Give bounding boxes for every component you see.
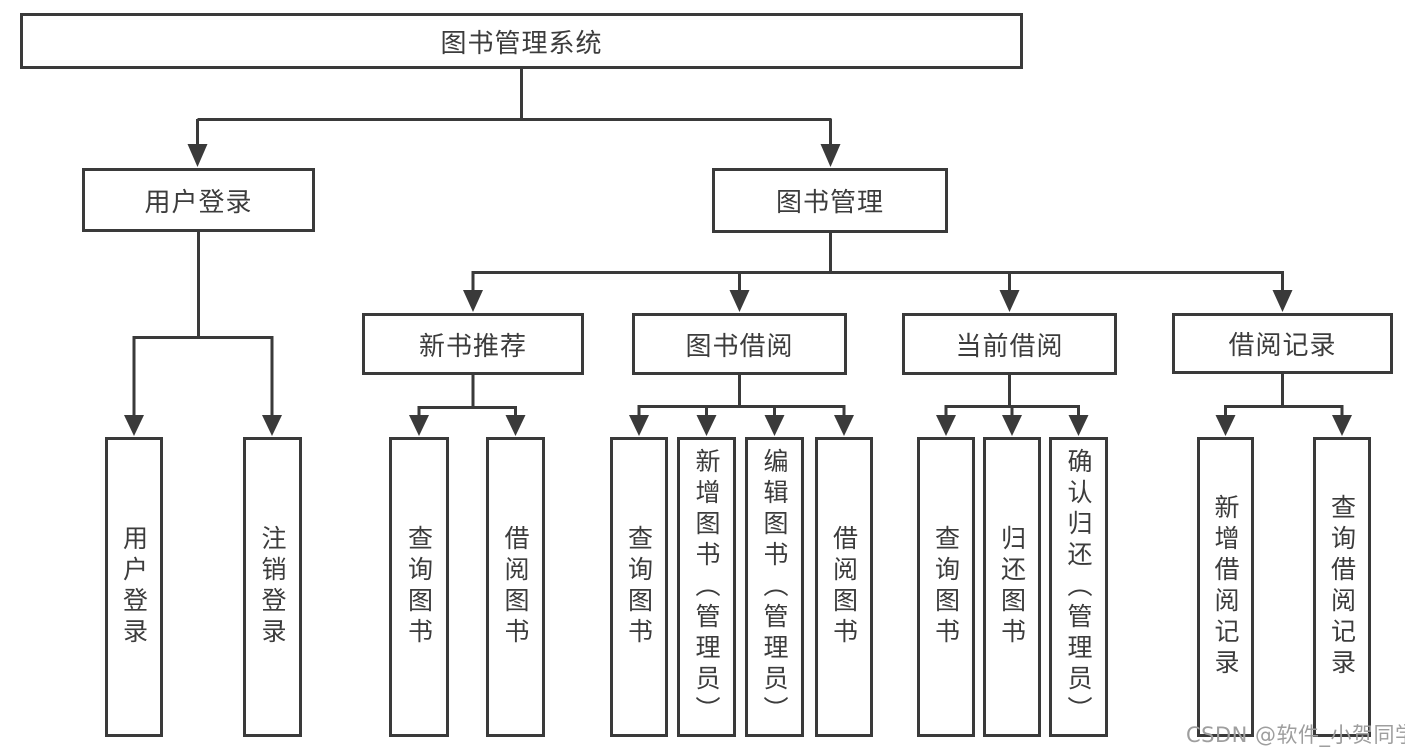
csdn-watermark: CSDN @软件_小贺同学 bbox=[1186, 723, 1405, 747]
node-label: 当前借阅 bbox=[955, 331, 1064, 362]
node-label: 查询图书 bbox=[931, 525, 961, 649]
node-label: 归还图书 bbox=[997, 525, 1027, 649]
node-label: 查询图书 bbox=[404, 525, 434, 649]
leaf-return-book: 归还图书 bbox=[983, 437, 1041, 737]
leaf-query-current-borrow: 查询图书 bbox=[917, 437, 975, 737]
node-label: 用户登录 bbox=[144, 187, 253, 218]
leaf-query-book-recommend: 查询图书 bbox=[389, 437, 449, 737]
node-label: 借阅记录 bbox=[1228, 331, 1337, 361]
node-label: 注销登录 bbox=[258, 525, 287, 649]
leaf-user-login: 用户登录 bbox=[105, 437, 163, 737]
node-new-book-recommend: 新书推荐 bbox=[362, 313, 584, 375]
node-label: 编辑图书（管理员） bbox=[760, 447, 789, 727]
leaf-query-book-borrow: 查询图书 bbox=[610, 437, 668, 737]
node-label: 借阅图书 bbox=[501, 525, 530, 649]
leaf-borrow-book: 借阅图书 bbox=[815, 437, 873, 737]
node-user-login: 用户登录 bbox=[82, 168, 315, 232]
leaf-query-borrow-record: 查询借阅记录 bbox=[1313, 437, 1371, 737]
node-label: 查询借阅记录 bbox=[1327, 494, 1357, 680]
node-label: 图书管理系统 bbox=[440, 28, 603, 59]
node-label: 图书管理 bbox=[775, 188, 884, 218]
node-label: 查询图书 bbox=[624, 525, 654, 649]
node-book-management: 图书管理 bbox=[712, 168, 948, 233]
node-label: 图书借阅 bbox=[685, 331, 794, 362]
node-root-system: 图书管理系统 bbox=[20, 13, 1023, 69]
node-borrow-records: 借阅记录 bbox=[1172, 313, 1393, 374]
node-book-borrow: 图书借阅 bbox=[632, 313, 847, 375]
node-label: 用户登录 bbox=[119, 525, 149, 649]
node-current-borrow: 当前借阅 bbox=[902, 313, 1117, 375]
leaf-borrow-book-recommend: 借阅图书 bbox=[486, 437, 545, 737]
node-label: 借阅图书 bbox=[829, 525, 859, 649]
leaf-confirm-return-admin: 确认归还（管理员） bbox=[1049, 437, 1108, 737]
node-label: 新增图书（管理员） bbox=[692, 447, 721, 727]
leaf-edit-book-admin: 编辑图书（管理员） bbox=[745, 437, 804, 737]
leaf-logout: 注销登录 bbox=[243, 437, 302, 737]
node-label: 新增借阅记录 bbox=[1211, 494, 1240, 680]
leaf-add-borrow-record: 新增借阅记录 bbox=[1197, 437, 1254, 737]
node-label: 新书推荐 bbox=[418, 331, 527, 362]
node-label: 确认归还（管理员） bbox=[1064, 447, 1093, 727]
leaf-add-book-admin: 新增图书（管理员） bbox=[677, 437, 736, 737]
